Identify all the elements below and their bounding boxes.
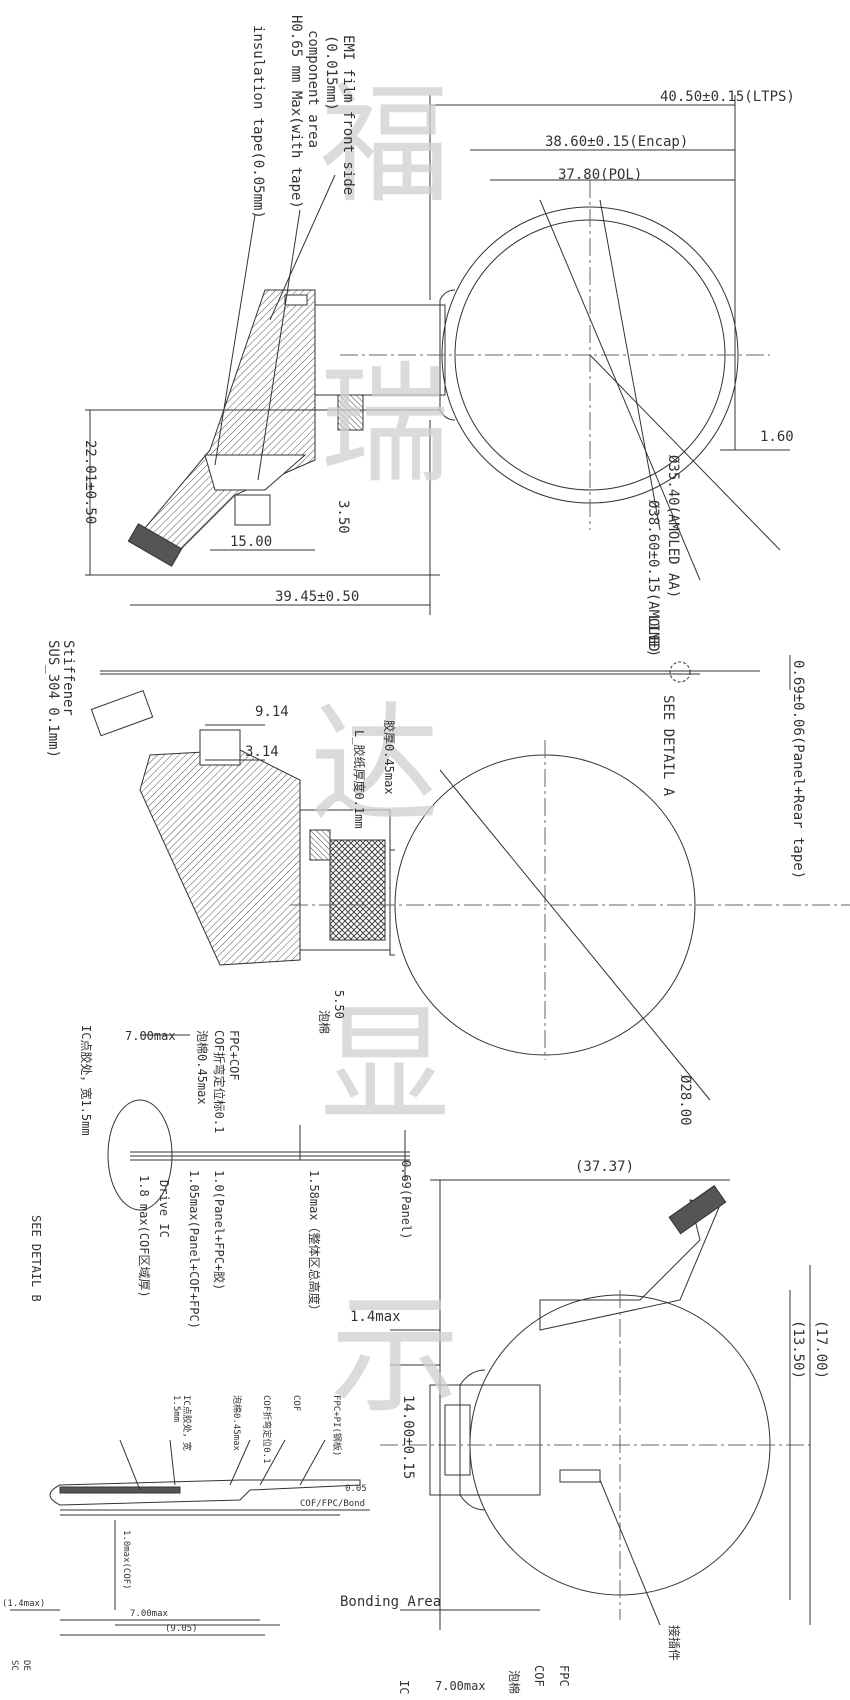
legend-700max: 7.00max	[435, 1679, 486, 1693]
note-sc: SC	[9, 1660, 19, 1671]
dim-3945: 39.45±0.50	[275, 589, 360, 605]
dim-ltps: 40.50±0.15(LTPS)	[660, 89, 795, 105]
fpc-hole	[204, 454, 307, 491]
dim-10max-cof: 1.0max(COF)	[121, 1530, 131, 1590]
tape-block	[309, 829, 331, 861]
note-l-tape: L_胶纸厚度0.1mm	[352, 730, 366, 829]
fpc-body	[134, 289, 316, 561]
dim-1500: 15.00	[230, 534, 273, 550]
note-insulation: insulation tape(0.05mm)	[250, 25, 266, 219]
dim-2201: 22.01±0.50	[82, 440, 98, 525]
note-ic-glue-detail: IC点胶处，宽	[181, 1395, 191, 1451]
note-foam-detail: 泡棉0.45max	[231, 1395, 241, 1451]
note-18max: 1.8 max(COF区域厚)	[137, 1175, 151, 1298]
note-drive-ic: Drive IC	[157, 1180, 171, 1238]
note-105max: 1.05max(Panel+COF+FPC)	[187, 1170, 201, 1329]
note-foam-thickness: 胶厚0.45max	[382, 720, 396, 795]
note-sus: SUS_304 0.1mm)	[45, 640, 61, 759]
dim-069: 0.69±0.06(Panel+Rear tape)	[790, 660, 806, 880]
note-h065: H0.65 mm Max(with tape)	[288, 15, 304, 209]
note-cof-mark: COF折弯定位标0.1	[212, 1030, 226, 1134]
dim-1350: (13.50)	[790, 1320, 806, 1380]
legend-ic: IC	[397, 1680, 411, 1695]
watermark-char: 达	[310, 689, 441, 841]
note-fpc-cof: FPC+COF	[227, 1030, 241, 1081]
detail-b-marker	[107, 1099, 173, 1211]
note-cof-detail: COF	[291, 1395, 301, 1412]
note-bonding-area: Bonding Area	[340, 1594, 442, 1610]
note-component: component area	[305, 30, 321, 149]
watermark-char: 瑞	[320, 349, 451, 501]
legend-foam: 泡棉	[507, 1670, 521, 1695]
stiffener-body	[139, 749, 301, 966]
note-cof-fpc-bond: COF/FPC/Bond	[300, 1499, 366, 1509]
dim-905: (9.05)	[165, 1624, 198, 1634]
dim-14-detail: (1.4max)	[2, 1599, 46, 1609]
note-stiffener: Stiffener	[60, 640, 76, 716]
note-10: 1.0(Panel+FPC+胶)	[212, 1170, 226, 1291]
dim-pol: 37.80(POL)	[558, 167, 643, 183]
note-cof-mark-detail: COF折弯定位0.1	[261, 1395, 271, 1464]
bottom-front-view	[380, 1180, 811, 1630]
fpc-window	[284, 294, 308, 306]
note-tape: 泡棉	[317, 1010, 331, 1035]
top-view	[85, 95, 790, 615]
note-15mm: 1.5mm	[171, 1395, 181, 1423]
dim-encap: 38.60±0.15(Encap)	[545, 134, 689, 150]
bonding-rect	[429, 1384, 541, 1496]
note-ic-glue: IC点胶处，宽1.5mm	[79, 1025, 93, 1136]
note-158max: 1.58max（整体区总高度）	[307, 1170, 321, 1317]
dim-aa: Ø35.40(AMOLED AA)	[665, 455, 681, 599]
fpc-bump	[234, 494, 271, 526]
dim-350: 3.50	[335, 500, 351, 534]
dim-14max: 1.4max	[350, 1309, 401, 1325]
stiffener-tab	[90, 690, 154, 737]
dim-700-side: 7.00max	[125, 1029, 176, 1043]
bottom-side-view	[107, 1034, 730, 1211]
watermark-char: 显	[320, 989, 451, 1141]
legend-fpc: FPC	[557, 1665, 571, 1687]
legend-cof: COF	[532, 1665, 546, 1687]
connector	[127, 523, 183, 567]
dim-2800: Ø28.00	[677, 1075, 693, 1126]
foam-block	[329, 839, 386, 941]
connector-bottom	[668, 1185, 727, 1235]
note-069-panel: 0.69(Panel)	[399, 1160, 413, 1240]
detail-a-marker	[669, 661, 691, 683]
note-detail-a: SEE DETAIL A	[660, 695, 676, 797]
dim-line: LINE)	[645, 615, 661, 658]
middle-view	[90, 655, 850, 1101]
note-detail-b: SEE DETAIL B	[29, 1215, 43, 1302]
detail-b-view	[10, 1439, 370, 1636]
dim-914: 9.14	[255, 704, 289, 720]
note-foam-max: 泡棉0.45max	[195, 1030, 209, 1105]
note-emi: EMI film front side	[340, 35, 356, 196]
dim-3737: (37.37)	[575, 1159, 635, 1175]
note-emi-thickness: (0.015mm)	[323, 35, 339, 111]
cof-inner-rect	[337, 394, 364, 431]
note-de: DE	[21, 1660, 31, 1671]
dim-550: 5.50	[332, 990, 346, 1019]
note-005: 0.05	[345, 1484, 367, 1494]
dim-314: 3.14	[245, 744, 279, 760]
watermark-char: 示	[330, 1279, 461, 1431]
dim-700-detail: 7.00max	[130, 1609, 168, 1619]
dim-1400: 14.00±0.15	[400, 1395, 416, 1480]
watermark-char: 福	[320, 69, 451, 221]
dim-1700: (17.00)	[813, 1320, 829, 1380]
dim-160: 1.60	[760, 429, 794, 445]
note-connector: 接插件	[667, 1625, 681, 1662]
note-fpc-detail: FPC+PI(钢板)	[331, 1395, 341, 1457]
